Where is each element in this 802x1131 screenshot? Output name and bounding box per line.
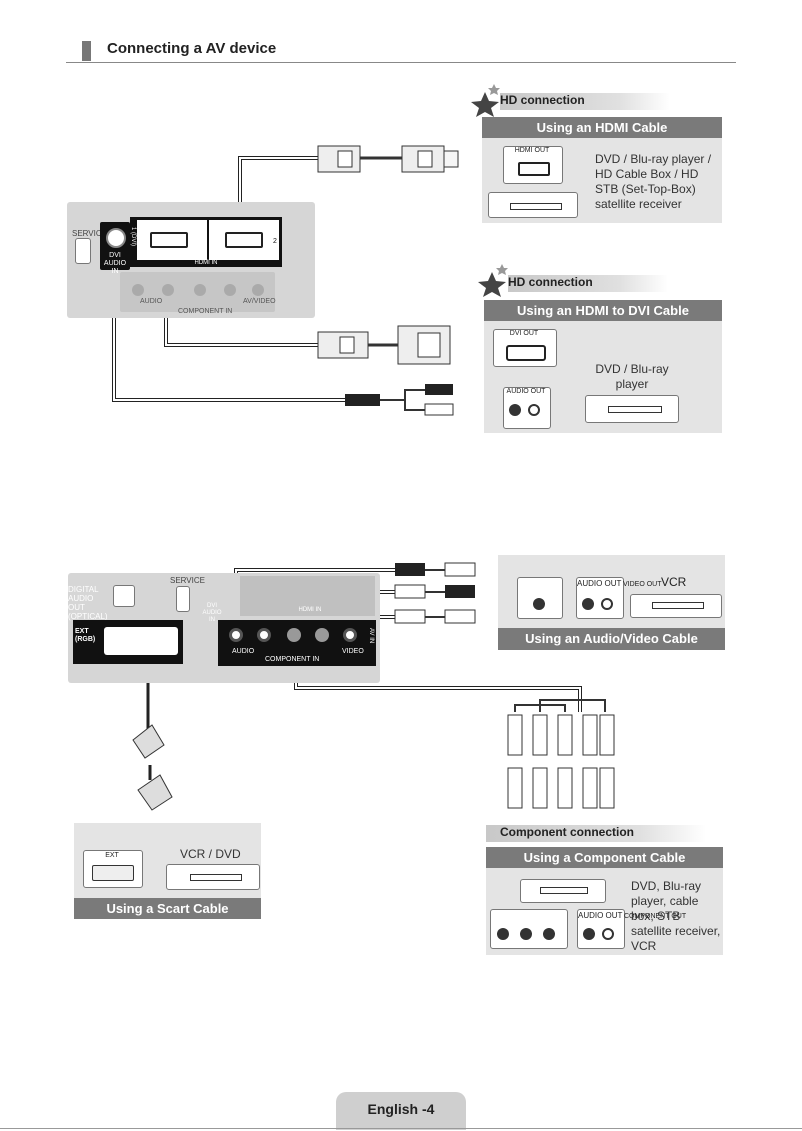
audio-out-port <box>503 387 551 429</box>
header-rule <box>66 62 736 63</box>
audio-label-bottom: AUDIO <box>232 648 255 655</box>
digital-audio-out-label: DIGITAL AUDIO OUT (OPTICAL) <box>68 585 108 621</box>
service-label: SERVICE <box>72 229 107 238</box>
audio-label-top: AUDIO <box>140 298 163 305</box>
component-in-label-bottom: COMPONENT IN <box>265 656 320 663</box>
dvi-card-title: Using an HDMI to DVI Cable <box>484 300 722 321</box>
component-device-icon <box>520 879 606 903</box>
comp-audio-jack-r <box>602 928 614 940</box>
jack-4 <box>224 284 236 296</box>
dvi-port-icon <box>506 345 546 361</box>
optical-port <box>113 585 135 607</box>
comp-out-jack-3 <box>543 928 555 940</box>
av-jack-video <box>343 628 357 642</box>
hdmi-port2-label: 2 <box>273 238 277 245</box>
comp-audio-jack-l <box>583 928 595 940</box>
scart-port-icon <box>92 865 134 881</box>
hdmi-in-label: HDMI IN <box>194 260 218 266</box>
hdmi-card-title: Using an HDMI Cable <box>482 117 722 138</box>
hdmi-port-icon <box>518 162 550 176</box>
av-audio-jack-l <box>582 598 594 610</box>
comp-out-jack-2 <box>520 928 532 940</box>
jack-1 <box>132 284 144 296</box>
header-accent-bar <box>82 41 91 61</box>
component-connection-badge: Component connection <box>486 825 706 842</box>
hdmi-port-1-icon <box>150 232 188 248</box>
hd-connection-badge-2: HD connection <box>508 275 668 292</box>
audio-out-label: AUDIO OUT <box>506 388 546 395</box>
comp-jack-1 <box>287 628 301 642</box>
av-jack-r <box>257 628 271 642</box>
hdmi-block-bottom <box>240 576 375 616</box>
av-component-block <box>218 620 376 666</box>
dvi-audio-in-label: DVI AUDIO IN <box>103 252 127 275</box>
video-label-bottom: VIDEO <box>342 648 364 655</box>
av-audio-jack-r <box>601 598 613 610</box>
component-card-title: Using a Component Cable <box>486 847 723 868</box>
hd-connection-badge: HD connection <box>500 93 670 110</box>
jack-5 <box>252 284 264 296</box>
service-port <box>75 238 91 264</box>
dvi-out-label: DVI OUT <box>509 330 539 337</box>
av-jack-l <box>229 628 243 642</box>
dvd-player-icon-2 <box>585 395 679 423</box>
dvi-audio-in-bottom: DVI AUDIO IN <box>202 603 222 623</box>
comp-out-jack-1 <box>497 928 509 940</box>
hdmi-out-label: HDMI OUT <box>514 147 550 154</box>
disc-slot <box>510 203 562 210</box>
hdmi-device-desc: DVD / Blu-ray player / HD Cable Box / HD… <box>595 152 712 211</box>
video-jack <box>533 598 545 610</box>
dvd-player-icon <box>488 192 578 218</box>
hdmi-in-bottom: HDMI IN <box>298 607 322 613</box>
hdmi-port1-label: 1 (DVI) <box>130 227 136 247</box>
ext-rgb-label: EXT (RGB) <box>75 628 96 643</box>
service-label-bottom: SERVICE <box>170 576 205 585</box>
audio-jack-l <box>509 404 521 416</box>
hdmi-out-port <box>503 146 563 184</box>
page-title: Connecting a AV device <box>107 40 277 57</box>
hdmi-port-2-icon <box>225 232 263 248</box>
component-device-desc: DVD, Blu-ray player, cable box, STB sate… <box>631 879 721 953</box>
av-in-label: AV IN <box>368 628 374 644</box>
page-number: English -4 <box>336 1092 466 1130</box>
comp-jack-2 <box>315 628 329 642</box>
scart-card-title: Using a Scart Cable <box>74 898 261 919</box>
disc-slot-2 <box>608 406 662 413</box>
av-audio-label: AUDIO OUT <box>577 579 622 588</box>
dvi-out-port <box>493 329 557 367</box>
vcr-icon <box>630 594 722 618</box>
dvi-audio-jack <box>106 228 126 248</box>
component-audio-label: AUDIO OUT <box>578 911 623 920</box>
jack-3 <box>194 284 206 296</box>
audio-jack-r <box>528 404 540 416</box>
scart-device: VCR / DVD <box>180 847 241 861</box>
component-in-label-top: COMPONENT IN <box>178 308 233 315</box>
hdmi-port-1-bg <box>137 220 207 260</box>
av-video-label-top: AV/VIDEO <box>243 298 276 305</box>
av-card-title: Using an Audio/Video Cable <box>498 628 725 650</box>
dvi-device-desc: DVD / Blu-ray player <box>595 362 669 391</box>
av-device-label: VCR <box>661 575 687 589</box>
scart-port <box>104 627 178 655</box>
vcr-dvd-slot <box>190 874 242 881</box>
jack-2 <box>162 284 174 296</box>
footer-rule <box>0 1128 802 1129</box>
component-out-label: COMPONENT OUT <box>624 913 687 920</box>
vcr-slot <box>652 602 704 609</box>
hdmi-port-2-bg <box>209 220 279 260</box>
component-device-slot <box>540 887 588 894</box>
ext-port-label: EXT <box>105 852 119 859</box>
service-port-bottom <box>176 586 190 612</box>
av-video-label: VIDEO OUT <box>623 581 662 588</box>
vcr-dvd-icon <box>166 864 260 890</box>
